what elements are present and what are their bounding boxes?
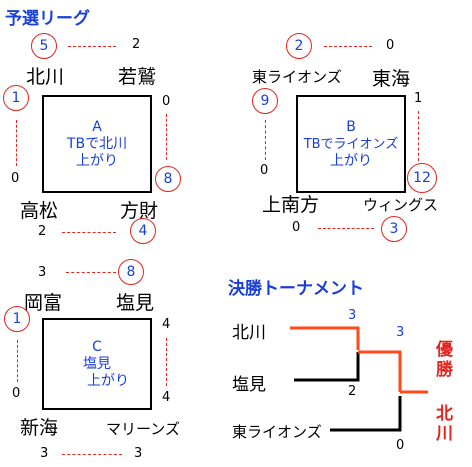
score-c-bottom-left: 3 (40, 446, 49, 461)
group-b-box: B TBでライオンズ 上がり (296, 95, 406, 193)
tournament-title: 決勝トーナメント (228, 279, 364, 299)
score-semi-loser: 2 (348, 384, 357, 399)
dash-c-bottom (62, 454, 122, 455)
team-b-bottom-left: 上南方 (262, 194, 320, 216)
score-b-left-top: 9 (252, 88, 278, 114)
score-c-top-left: 3 (38, 265, 47, 280)
dash-a-top (68, 46, 116, 47)
team-c-bottom-left: 新海 (20, 417, 59, 439)
score-a-top-left: 5 (31, 33, 57, 59)
dash-b-left (265, 120, 266, 160)
team-b-bottom-right: ウィングス (363, 196, 439, 214)
score-b-left-bottom: 0 (260, 163, 269, 178)
score-b-right-bottom: 12 (407, 163, 437, 193)
group-a-result-line1: TBで北川 (66, 135, 128, 152)
bracket-line-lions (330, 396, 402, 432)
score-a-bottom-left: 2 (38, 224, 47, 239)
team-c-bottom-right: マリーンズ (106, 420, 180, 438)
score-a-right-top: 0 (162, 94, 171, 109)
team-c-top-left: 岡富 (24, 292, 63, 314)
bracket-line-kitagawa (290, 326, 360, 350)
score-b-top-right: 0 (386, 38, 395, 53)
score-semi-winner: 3 (348, 308, 357, 323)
team-a-bottom-right: 方財 (120, 200, 159, 222)
group-c-result-line2: 上がり (87, 372, 129, 389)
dash-c-left (17, 340, 18, 382)
score-b-bottom-right: 3 (381, 216, 407, 242)
champion-label: 優勝 (436, 340, 453, 380)
group-a-label: A (92, 118, 102, 135)
dash-b-top (324, 46, 372, 47)
score-a-bottom-right: 4 (130, 218, 156, 244)
group-a-result-line2: 上がり (76, 152, 118, 169)
tournament-team-1: 北川 (232, 323, 266, 343)
dash-a-bottom (62, 232, 116, 233)
group-c-result-line1: 塩見 (83, 355, 111, 372)
group-b-label: B (346, 118, 356, 135)
score-c-left-top: 1 (4, 306, 30, 332)
score-c-top-right: 8 (118, 259, 144, 285)
score-c-right-top: 4 (162, 317, 171, 332)
page-title: 予選リーグ (5, 9, 90, 29)
score-b-top-left: 2 (286, 33, 312, 59)
team-b-top-left: 東ライオンズ (252, 68, 342, 86)
dash-a-left (16, 120, 17, 166)
dash-a-right (166, 114, 167, 160)
score-final-loser: 0 (396, 438, 405, 453)
group-b-result-line1: TBでライオンズ (303, 136, 399, 152)
champion-team: 北川 (436, 404, 453, 444)
score-c-left-bottom: 0 (12, 386, 21, 401)
score-a-right-bottom: 8 (155, 166, 181, 192)
bracket-line-shiomi (294, 352, 360, 382)
score-a-left-bottom: 0 (11, 171, 20, 186)
team-c-top-right: 塩見 (116, 292, 155, 314)
score-final-winner: 3 (396, 325, 405, 340)
group-c-label: C (92, 338, 102, 355)
dash-c-right (166, 338, 167, 386)
score-a-top-right: 2 (132, 37, 141, 52)
team-b-top-right: 東海 (372, 68, 411, 90)
score-c-bottom-right: 3 (134, 446, 143, 461)
score-b-right-top: 1 (414, 91, 423, 106)
dash-c-top (66, 272, 116, 273)
score-c-right-bottom: 4 (162, 390, 171, 405)
group-a-box: A TBで北川 上がり (42, 95, 152, 193)
group-c-box: C 塩見 上がり (42, 318, 152, 410)
dash-b-bottom (318, 228, 374, 229)
team-a-top-left: 北川 (26, 66, 65, 88)
team-a-top-right: 若鷲 (118, 66, 157, 88)
team-a-bottom-left: 高松 (20, 200, 59, 222)
score-a-left-top: 1 (3, 85, 29, 111)
score-b-bottom-left: 0 (292, 220, 301, 235)
bracket-line-semi-winner (358, 350, 402, 392)
tournament-team-2: 塩見 (232, 375, 266, 395)
tournament-team-3: 東ライオンズ (232, 423, 322, 441)
dash-b-right (418, 111, 419, 161)
group-b-result-line2: 上がり (330, 152, 372, 169)
